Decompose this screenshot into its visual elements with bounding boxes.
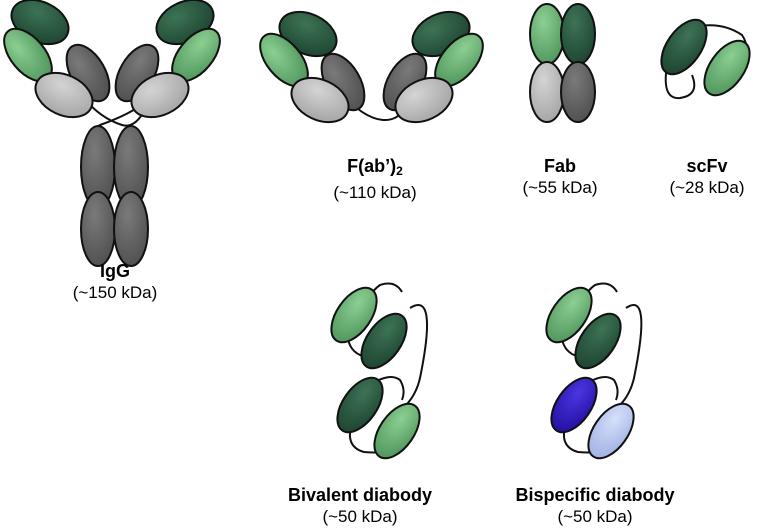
igg-domain-ch3-right (113, 191, 149, 267)
bispecific-mass: (~50 kDa) (557, 507, 633, 526)
fab2-domain-cl-right (394, 76, 454, 124)
scfv-mass: (~28 kDa) (669, 178, 745, 197)
bispecific-domain-vl-2 (587, 402, 635, 460)
igg-domain-cl-right (130, 71, 190, 119)
bispecific-domain-vl-1 (545, 286, 593, 344)
bivalent-domain-vl-1 (330, 286, 378, 344)
igg-name: IgG (100, 261, 130, 281)
fab2-name: F(ab’)2 (290, 155, 460, 182)
igg-domain-cl-left (34, 71, 94, 119)
bivalent-domain-vh-1 (360, 312, 408, 370)
fab-mass: (~55 kDa) (522, 178, 598, 197)
scfv-name: scFv (686, 156, 728, 176)
fab-label: Fab (~55 kDa) (495, 155, 625, 199)
fab-domain-cl (529, 61, 565, 123)
fab-domain-ch1 (560, 61, 596, 123)
fab2-mass: (~110 kDa) (333, 183, 417, 202)
fab2-label: F(ab’)2 (~110 kDa) (290, 155, 460, 204)
scfv-domain-vl (703, 39, 751, 97)
igg-domain-ch3-left (80, 191, 116, 267)
igg-mass: (~150 kDa) (72, 283, 158, 302)
bivalent-domain-vh-2 (336, 376, 384, 434)
bivalent-mass: (~50 kDa) (322, 507, 398, 526)
bispecific-name: Bispecific diabody (515, 485, 675, 505)
fab-domain-vl (529, 3, 565, 65)
bispecific-domain-vh-1 (574, 312, 622, 370)
igg-label: IgG (~150 kDa) (30, 260, 200, 304)
fab-name: Fab (543, 156, 576, 176)
scfv-label: scFv (~28 kDa) (647, 155, 767, 199)
fab2-domain-cl-left (290, 76, 350, 124)
bispecific-label: Bispecific diabody (~50 kDa) (485, 484, 705, 528)
fab2-name-subscript: 2 (396, 164, 403, 178)
scfv-domain-vh (660, 18, 708, 76)
fab-domain-vh (560, 3, 596, 65)
bivalent-label: Bivalent diabody (~50 kDa) (260, 484, 460, 528)
bivalent-domain-vl-2 (373, 402, 421, 460)
bivalent-name: Bivalent diabody (287, 485, 433, 505)
fab2-name-main: F(ab’) (347, 156, 397, 176)
bispecific-domain-vh-2 (550, 376, 598, 434)
